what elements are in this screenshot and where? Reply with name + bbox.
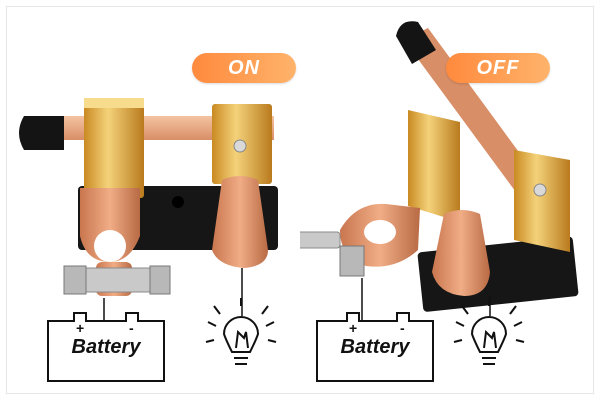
lever-handle: [19, 116, 64, 150]
switch-on-illustration: [19, 98, 278, 365]
on-state-badge: ON: [192, 53, 296, 83]
panel-off-state: OFF + - Battery: [300, 0, 600, 400]
terminal-post: [212, 176, 268, 268]
brass-bracket-right: [514, 150, 570, 252]
lightbulb-icon: [205, 298, 277, 365]
battery-icon: + - Battery: [316, 312, 434, 382]
off-state-badge: OFF: [446, 53, 550, 83]
positive-sign: +: [76, 320, 85, 336]
brass-bracket-left: [408, 110, 460, 222]
image-frame: [6, 6, 594, 394]
terminal-post: [432, 210, 490, 296]
negative-terminal: [125, 312, 139, 322]
negative-sign: -: [400, 320, 405, 336]
lever-handle: [396, 21, 436, 64]
positive-sign: +: [349, 320, 358, 336]
positive-terminal: [346, 312, 360, 322]
switch-off-illustration: [300, 21, 579, 365]
battery-label: Battery: [71, 336, 141, 358]
clamp-bolt: [300, 231, 341, 249]
negative-sign: -: [129, 320, 134, 336]
battery-icon: + - Battery: [47, 312, 165, 382]
panel-on-state: ON + - Battery: [19, 53, 296, 382]
negative-terminal: [396, 312, 410, 322]
brass-bracket-left: [84, 98, 144, 198]
lightbulb-icon: [453, 298, 525, 365]
battery-label: Battery: [340, 336, 410, 358]
positive-terminal: [73, 312, 87, 322]
